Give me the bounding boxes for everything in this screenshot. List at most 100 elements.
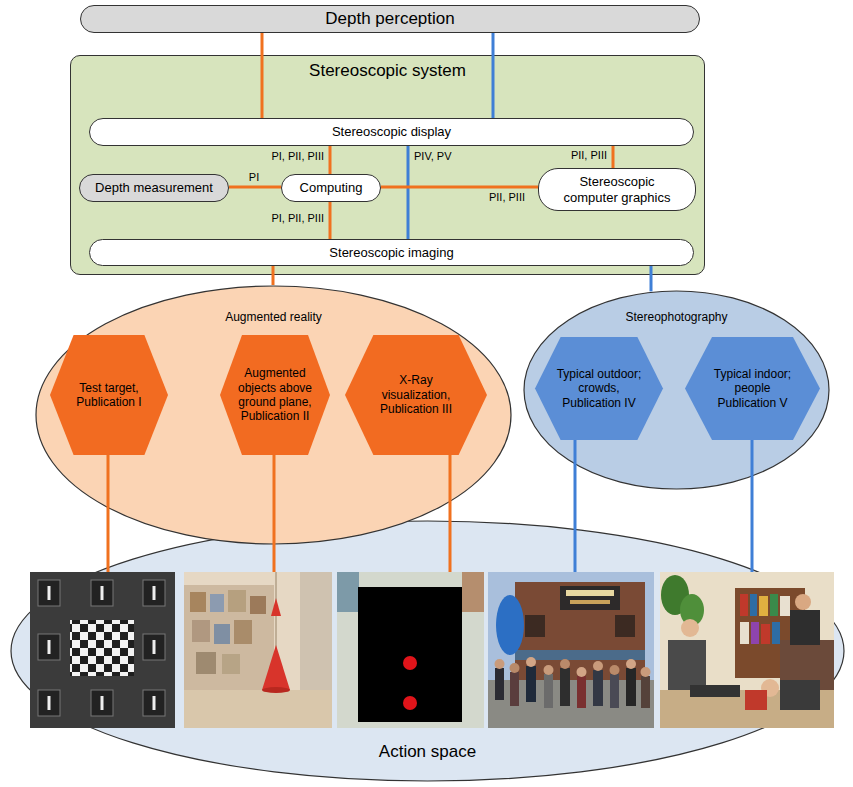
photo-part	[560, 668, 570, 706]
photo-part	[271, 598, 281, 616]
node-label: Typical indoor; people Publication V	[704, 367, 801, 410]
photo-part	[660, 690, 834, 728]
photo-part	[70, 620, 134, 676]
text-area: Test target, Publication I	[67, 337, 151, 453]
edge-label: PII, PIII	[571, 149, 607, 162]
photo-part	[91, 690, 113, 716]
photo-part	[615, 615, 635, 637]
node-label: Action space	[379, 742, 476, 762]
connector	[381, 186, 538, 189]
photo-part	[143, 690, 165, 716]
node-label: X-Ray visualization, Publication III	[365, 373, 467, 416]
photo-part	[577, 667, 587, 677]
text-area: Augmented objects above ground plane, Pu…	[235, 337, 315, 453]
photo-part	[577, 676, 586, 708]
connector	[574, 440, 577, 572]
node-label: Computing	[300, 180, 363, 196]
x-ray-photo	[337, 572, 484, 728]
component-box: Stereoscopic imaging	[89, 239, 694, 266]
photo-part	[526, 666, 536, 702]
photo-part	[566, 590, 614, 596]
node-label: Typical outdoor; crowds, Publication IV	[553, 367, 645, 410]
domain-ellipse: StereophotographyTypical outdoor; crowds…	[523, 290, 830, 490]
photo-part	[544, 665, 554, 675]
photo-part	[143, 634, 165, 660]
connector	[449, 455, 452, 572]
photo-part	[515, 582, 645, 682]
text-area: Typical outdoor; crowds, Publication IV	[553, 339, 645, 438]
component-box: Computing	[281, 174, 381, 202]
photo-part	[610, 665, 620, 675]
photo-part	[772, 622, 780, 644]
connector	[612, 146, 615, 168]
connector	[650, 266, 653, 291]
photo-part	[101, 586, 104, 600]
node-label: Augmented objects above ground plane, Pu…	[235, 366, 315, 424]
photo-part	[780, 596, 790, 616]
photo-part	[496, 595, 524, 655]
node-label: Stereoscopic system	[309, 61, 466, 81]
photo-part	[593, 661, 603, 671]
outline	[524, 291, 829, 489]
photo-part	[210, 594, 224, 612]
photo-part	[403, 696, 417, 710]
outline	[36, 286, 511, 544]
connector	[329, 146, 332, 174]
text-area: Depth perception	[87, 8, 693, 30]
photo-part	[38, 690, 60, 716]
domain-ellipse: Augmented realityTest target, Publicatio…	[35, 285, 512, 545]
photo-part	[795, 594, 811, 610]
node-label: Stereophotography	[625, 310, 727, 324]
photo-part	[495, 659, 505, 669]
photo-part	[770, 594, 778, 616]
text-area: Action space	[10, 742, 845, 762]
photo-part	[101, 696, 104, 710]
outline	[345, 335, 487, 455]
photo-part	[228, 590, 246, 612]
photo-part	[38, 580, 60, 606]
node-label: Depth perception	[325, 9, 454, 29]
publication-hexagon: Typical indoor; people Publication V	[685, 337, 820, 440]
text-area: Typical indoor; people Publication V	[704, 339, 801, 438]
photo-part	[153, 640, 156, 654]
edge-label: PII, PIII	[489, 191, 525, 204]
photo-part	[462, 572, 484, 612]
outline	[11, 521, 844, 781]
photo-part	[626, 659, 636, 669]
photo-part	[759, 596, 768, 616]
photo-part	[780, 680, 820, 710]
photo-part	[560, 586, 620, 610]
photo-part	[196, 652, 216, 674]
photo-part	[641, 667, 651, 677]
photo-part	[660, 572, 834, 728]
outdoor-crowd-photo	[488, 572, 654, 728]
photo-part	[403, 656, 417, 670]
photo-part	[48, 696, 51, 710]
text-area: X-Ray visualization, Publication III	[365, 337, 467, 453]
connector	[751, 440, 754, 572]
text-area: Depth measurement	[86, 177, 222, 199]
photo-part	[214, 624, 230, 644]
photo-part	[337, 572, 359, 612]
photo-part	[750, 594, 757, 616]
photo-part	[745, 690, 767, 710]
text-area: Stereoscopic imaging	[96, 242, 687, 263]
photo-part	[780, 640, 834, 690]
outline	[685, 337, 820, 440]
photo-part	[515, 650, 645, 660]
publication-hexagon: Augmented objects above ground plane, Pu…	[220, 335, 330, 455]
node-label: Stereoscopic display	[332, 124, 451, 140]
photo-part	[761, 679, 779, 697]
publication-hexagon: X-Ray visualization, Publication III	[345, 335, 487, 455]
photo-part	[262, 645, 290, 690]
connector	[329, 202, 332, 239]
photo-part	[358, 587, 462, 722]
photo-part	[641, 676, 650, 708]
photo-part	[337, 572, 484, 728]
connector	[407, 146, 410, 239]
text-area: Stereoscopic display	[96, 121, 687, 143]
outline	[220, 335, 330, 455]
text-area: Computing	[288, 177, 374, 199]
perception-bar: Depth perception	[80, 5, 700, 33]
connector	[273, 455, 276, 572]
